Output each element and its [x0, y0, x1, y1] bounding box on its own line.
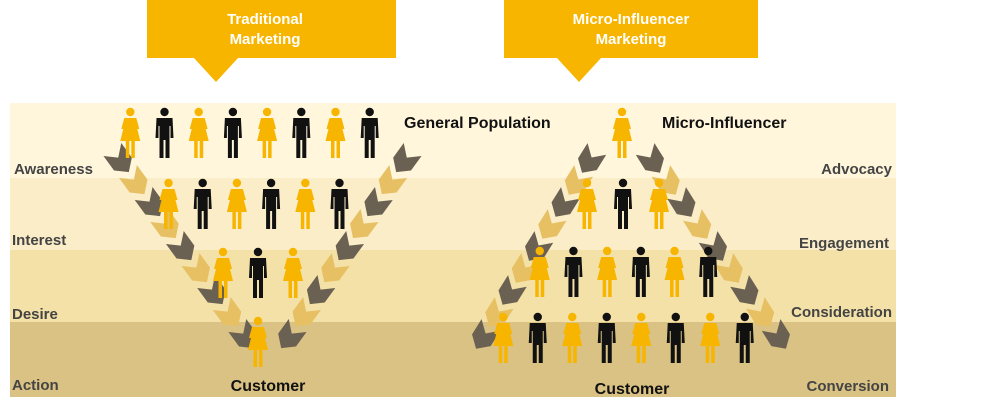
chevron-arrow-icon: [564, 165, 593, 195]
female-person-icon: [493, 312, 514, 363]
stage-label-action: Action: [12, 377, 59, 394]
male-person-icon: [614, 178, 632, 229]
stage-label-consideration: Consideration: [791, 304, 892, 321]
stage-label-engagement: Engagement: [799, 235, 889, 252]
male-person-icon: [249, 247, 267, 298]
female-person-icon: [257, 107, 278, 158]
right-banner-line-2: Marketing: [596, 31, 667, 48]
chevron-arrow-icon: [730, 275, 759, 305]
chevron-arrow-icon: [667, 187, 696, 217]
female-person-icon: [597, 246, 618, 297]
right-customer-label: Customer: [595, 381, 670, 398]
chevron-arrow-icon: [292, 297, 321, 327]
chevron-arrow-icon: [498, 275, 527, 305]
stage-band-4: [10, 322, 896, 397]
stage-label-awareness: Awareness: [14, 161, 93, 178]
stage-band-1: [10, 103, 896, 178]
chevron-arrow-icon: [134, 187, 164, 217]
chevron-arrow-icon: [472, 319, 501, 349]
chevron-arrow-icon: [635, 143, 664, 173]
female-person-icon: [283, 247, 303, 298]
right-banner-line-1: Micro-Influencer: [573, 11, 690, 28]
male-person-icon: [193, 178, 212, 229]
male-person-icon: [223, 107, 242, 158]
female-person-icon: [158, 178, 179, 229]
female-person-icon: [226, 178, 247, 229]
traditional-marketing-banner: [147, 0, 396, 82]
male-person-icon: [631, 246, 650, 297]
chevron-arrow-icon: [578, 143, 607, 173]
chevron-arrow-icon: [714, 253, 743, 283]
female-person-icon: [295, 178, 316, 229]
male-person-icon: [564, 246, 583, 297]
chevron-arrow-icon: [378, 165, 408, 195]
female-person-icon: [325, 107, 346, 158]
chevron-arrow-icon: [165, 231, 195, 261]
male-person-icon: [292, 107, 311, 158]
stage-label-advocacy: Advocacy: [821, 161, 893, 178]
male-person-icon: [597, 312, 616, 363]
female-person-icon: [248, 316, 268, 367]
chevron-arrow-icon: [212, 297, 242, 327]
chevron-arrow-icon: [321, 253, 350, 283]
chevron-arrow-icon: [683, 209, 712, 239]
male-person-icon: [360, 107, 379, 158]
chevron-arrow-icon: [197, 275, 226, 305]
chevron-arrow-icon: [278, 319, 307, 349]
male-person-icon: [528, 312, 547, 363]
chevron-arrow-icon: [651, 165, 680, 195]
chevron-arrows: [103, 143, 790, 349]
chevron-arrow-icon: [761, 319, 790, 349]
left-banner-line-1: Traditional: [227, 11, 303, 28]
male-person-icon: [666, 312, 685, 363]
female-person-icon: [188, 107, 209, 158]
chevron-arrow-icon: [335, 231, 365, 261]
chevron-arrow-icon: [350, 209, 379, 239]
chevron-arrow-icon: [525, 231, 554, 261]
female-person-icon: [664, 246, 685, 297]
female-person-icon: [631, 312, 652, 363]
female-person-icon: [562, 312, 583, 363]
chevron-arrow-icon: [364, 187, 393, 217]
chevron-arrow-icon: [306, 275, 336, 305]
male-person-icon: [735, 312, 754, 363]
female-person-icon: [700, 312, 721, 363]
female-person-icon: [612, 107, 632, 158]
chevron-arrow-icon: [538, 209, 567, 239]
male-person-icon: [330, 178, 349, 229]
chevron-arrow-icon: [228, 319, 257, 349]
female-person-icon: [120, 107, 141, 158]
micro-influencer-marketing-banner: [504, 0, 758, 82]
stage-label-conversion: Conversion: [806, 378, 889, 395]
male-person-icon: [699, 246, 718, 297]
female-person-icon: [649, 178, 669, 229]
left-customer-label: Customer: [231, 378, 306, 395]
people-figures: [120, 107, 754, 367]
male-person-icon: [155, 107, 174, 158]
chevron-arrow-icon: [181, 253, 210, 283]
chevron-arrow-icon: [393, 143, 422, 173]
chevron-arrow-icon: [551, 187, 580, 217]
female-person-icon: [577, 178, 597, 229]
left-banner-line-2: Marketing: [230, 31, 301, 48]
female-person-icon: [213, 247, 233, 298]
chevron-arrow-icon: [746, 297, 775, 327]
stage-label-desire: Desire: [12, 306, 58, 323]
male-person-icon: [262, 178, 281, 229]
chevron-arrow-icon: [119, 165, 148, 195]
stage-label-interest: Interest: [12, 232, 66, 249]
chevron-arrow-icon: [103, 143, 132, 173]
general-population-label: General Population: [404, 115, 551, 132]
female-person-icon: [529, 246, 550, 297]
micro-influencer-label: Micro-Influencer: [662, 115, 786, 132]
